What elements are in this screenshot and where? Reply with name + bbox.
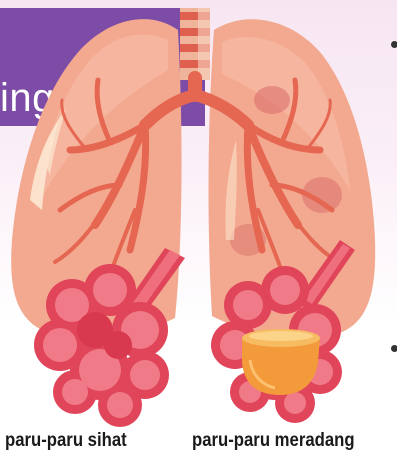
healthy-lung-caption: paru-paru sihat bbox=[5, 430, 127, 456]
inflammation-spot bbox=[254, 86, 290, 114]
inflamed-lung-caption: paru-paru meradang bbox=[192, 430, 355, 456]
trachea-icon bbox=[180, 8, 210, 80]
